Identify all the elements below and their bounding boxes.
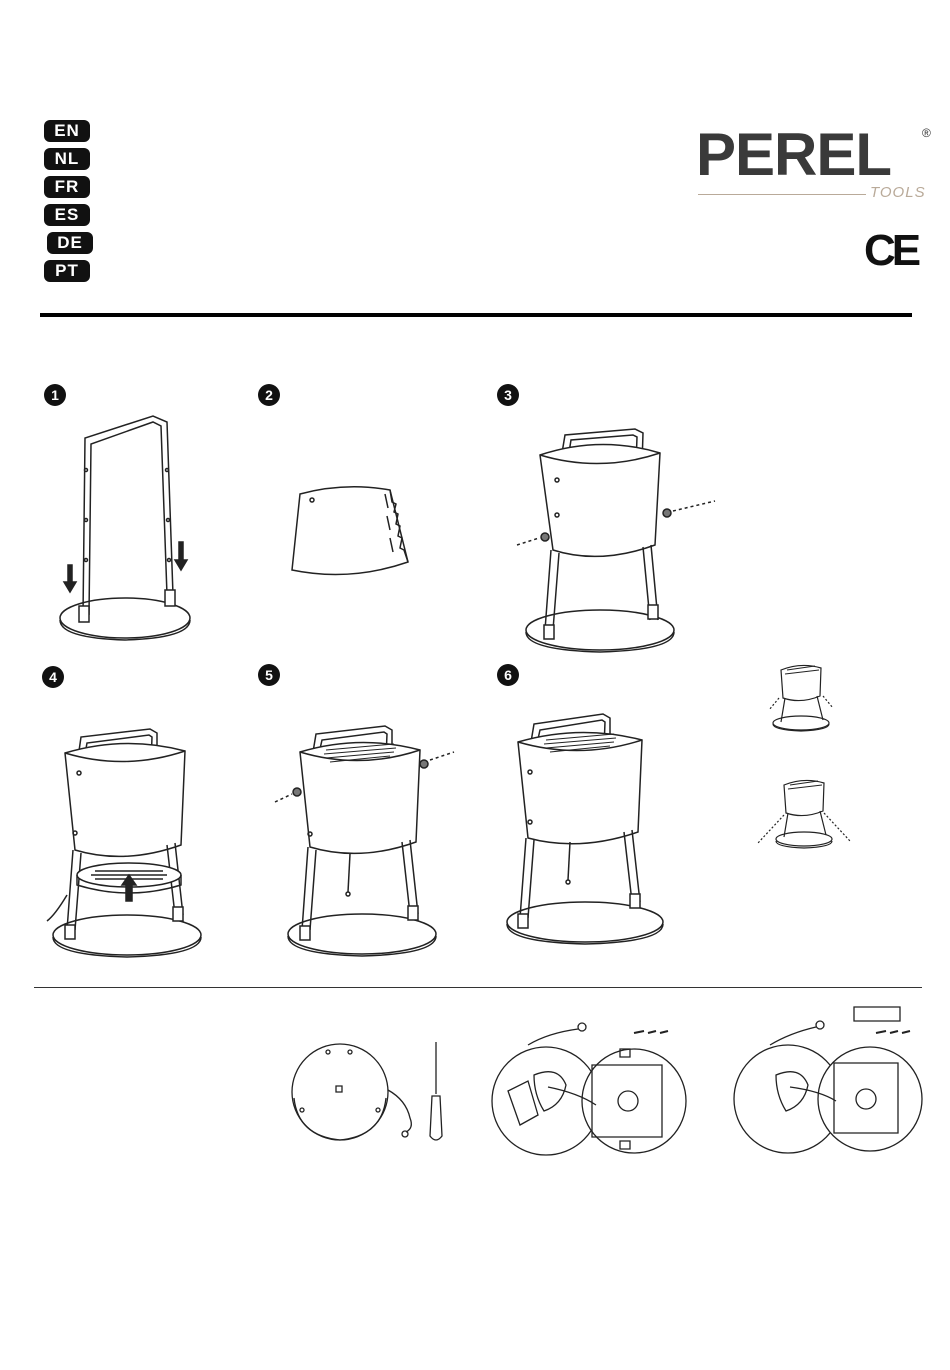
step-5-illustration (270, 722, 455, 960)
light-direction-illustration-2 (756, 775, 852, 850)
brand-tagline: TOOLS (870, 184, 926, 201)
step-3-marker: 3 (497, 384, 519, 406)
step-2-illustration (290, 482, 415, 580)
step-5-marker: 5 (258, 664, 280, 686)
language-badge-es: ES (44, 204, 90, 226)
base-underside-illustration (288, 1040, 448, 1170)
registered-mark: ® (922, 126, 931, 140)
language-badge-de: DE (47, 232, 93, 254)
brand-logo: PEREL ® TOOLS (696, 124, 936, 204)
language-badge-fr: FR (44, 176, 90, 198)
step-4-illustration (45, 725, 205, 960)
header-divider (40, 313, 912, 317)
step-6-illustration (500, 710, 670, 948)
ce-mark: CE (864, 226, 917, 276)
section-divider (34, 987, 922, 988)
language-badge-pt: PT (44, 260, 90, 282)
step-4-marker: 4 (42, 666, 64, 688)
step-1-marker: 1 (44, 384, 66, 406)
language-badge-en: EN (44, 120, 90, 142)
battery-replacement-illustration (730, 1005, 930, 1155)
base-opened-illustration (488, 1015, 688, 1155)
logo-underline (698, 194, 866, 195)
language-badge-nl: NL (44, 148, 90, 170)
step-2-marker: 2 (258, 384, 280, 406)
brand-name: PEREL (696, 124, 891, 186)
step-3-illustration (515, 425, 720, 655)
step-6-marker: 6 (497, 664, 519, 686)
light-direction-illustration-1 (765, 658, 835, 733)
step-1-illustration (55, 410, 200, 645)
